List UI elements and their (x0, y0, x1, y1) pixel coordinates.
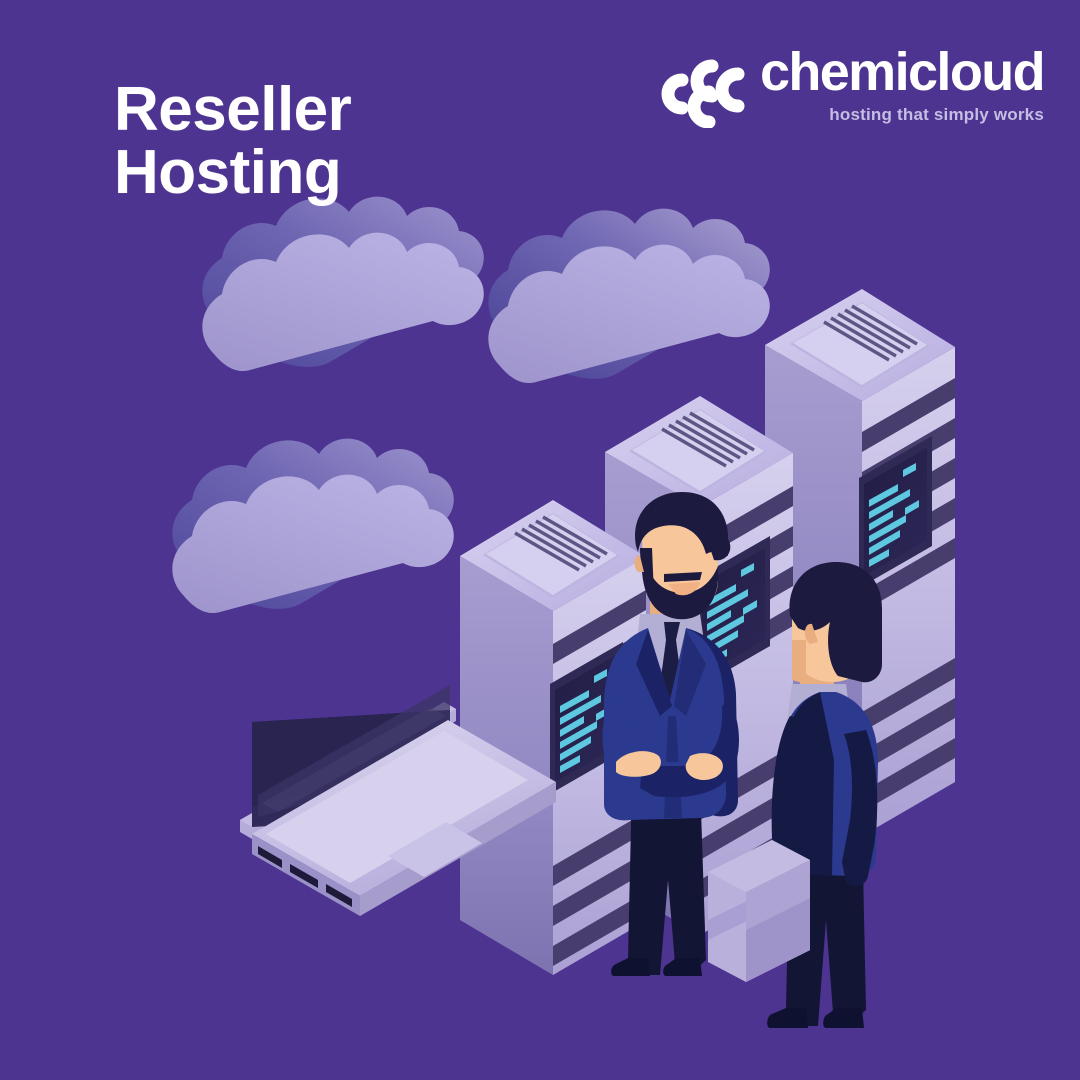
brand-text-block: chemicloud hosting that simply works (759, 41, 1046, 126)
briefcase (708, 840, 810, 982)
laptop-ports (258, 846, 352, 907)
cloud-top-right (488, 208, 770, 384)
brand-wordmark: chemicloud (759, 41, 1046, 102)
brand-logo[interactable]: chemicloud hosting that simply works (652, 41, 1046, 129)
brand-tagline: hosting that simply works (829, 105, 1044, 125)
isometric-laptop (240, 685, 556, 916)
chemicloud-triple-c-logo-icon (652, 44, 750, 129)
rack-screen-back-right (859, 436, 932, 588)
person-bearded-businessman (602, 492, 739, 976)
cloud-top-left (202, 196, 484, 372)
server-rack-back-right (765, 289, 955, 836)
cloud-lower-left (172, 438, 454, 614)
person-businessman-with-briefcase (754, 562, 882, 1028)
page-title: Reseller Hosting (114, 75, 352, 208)
